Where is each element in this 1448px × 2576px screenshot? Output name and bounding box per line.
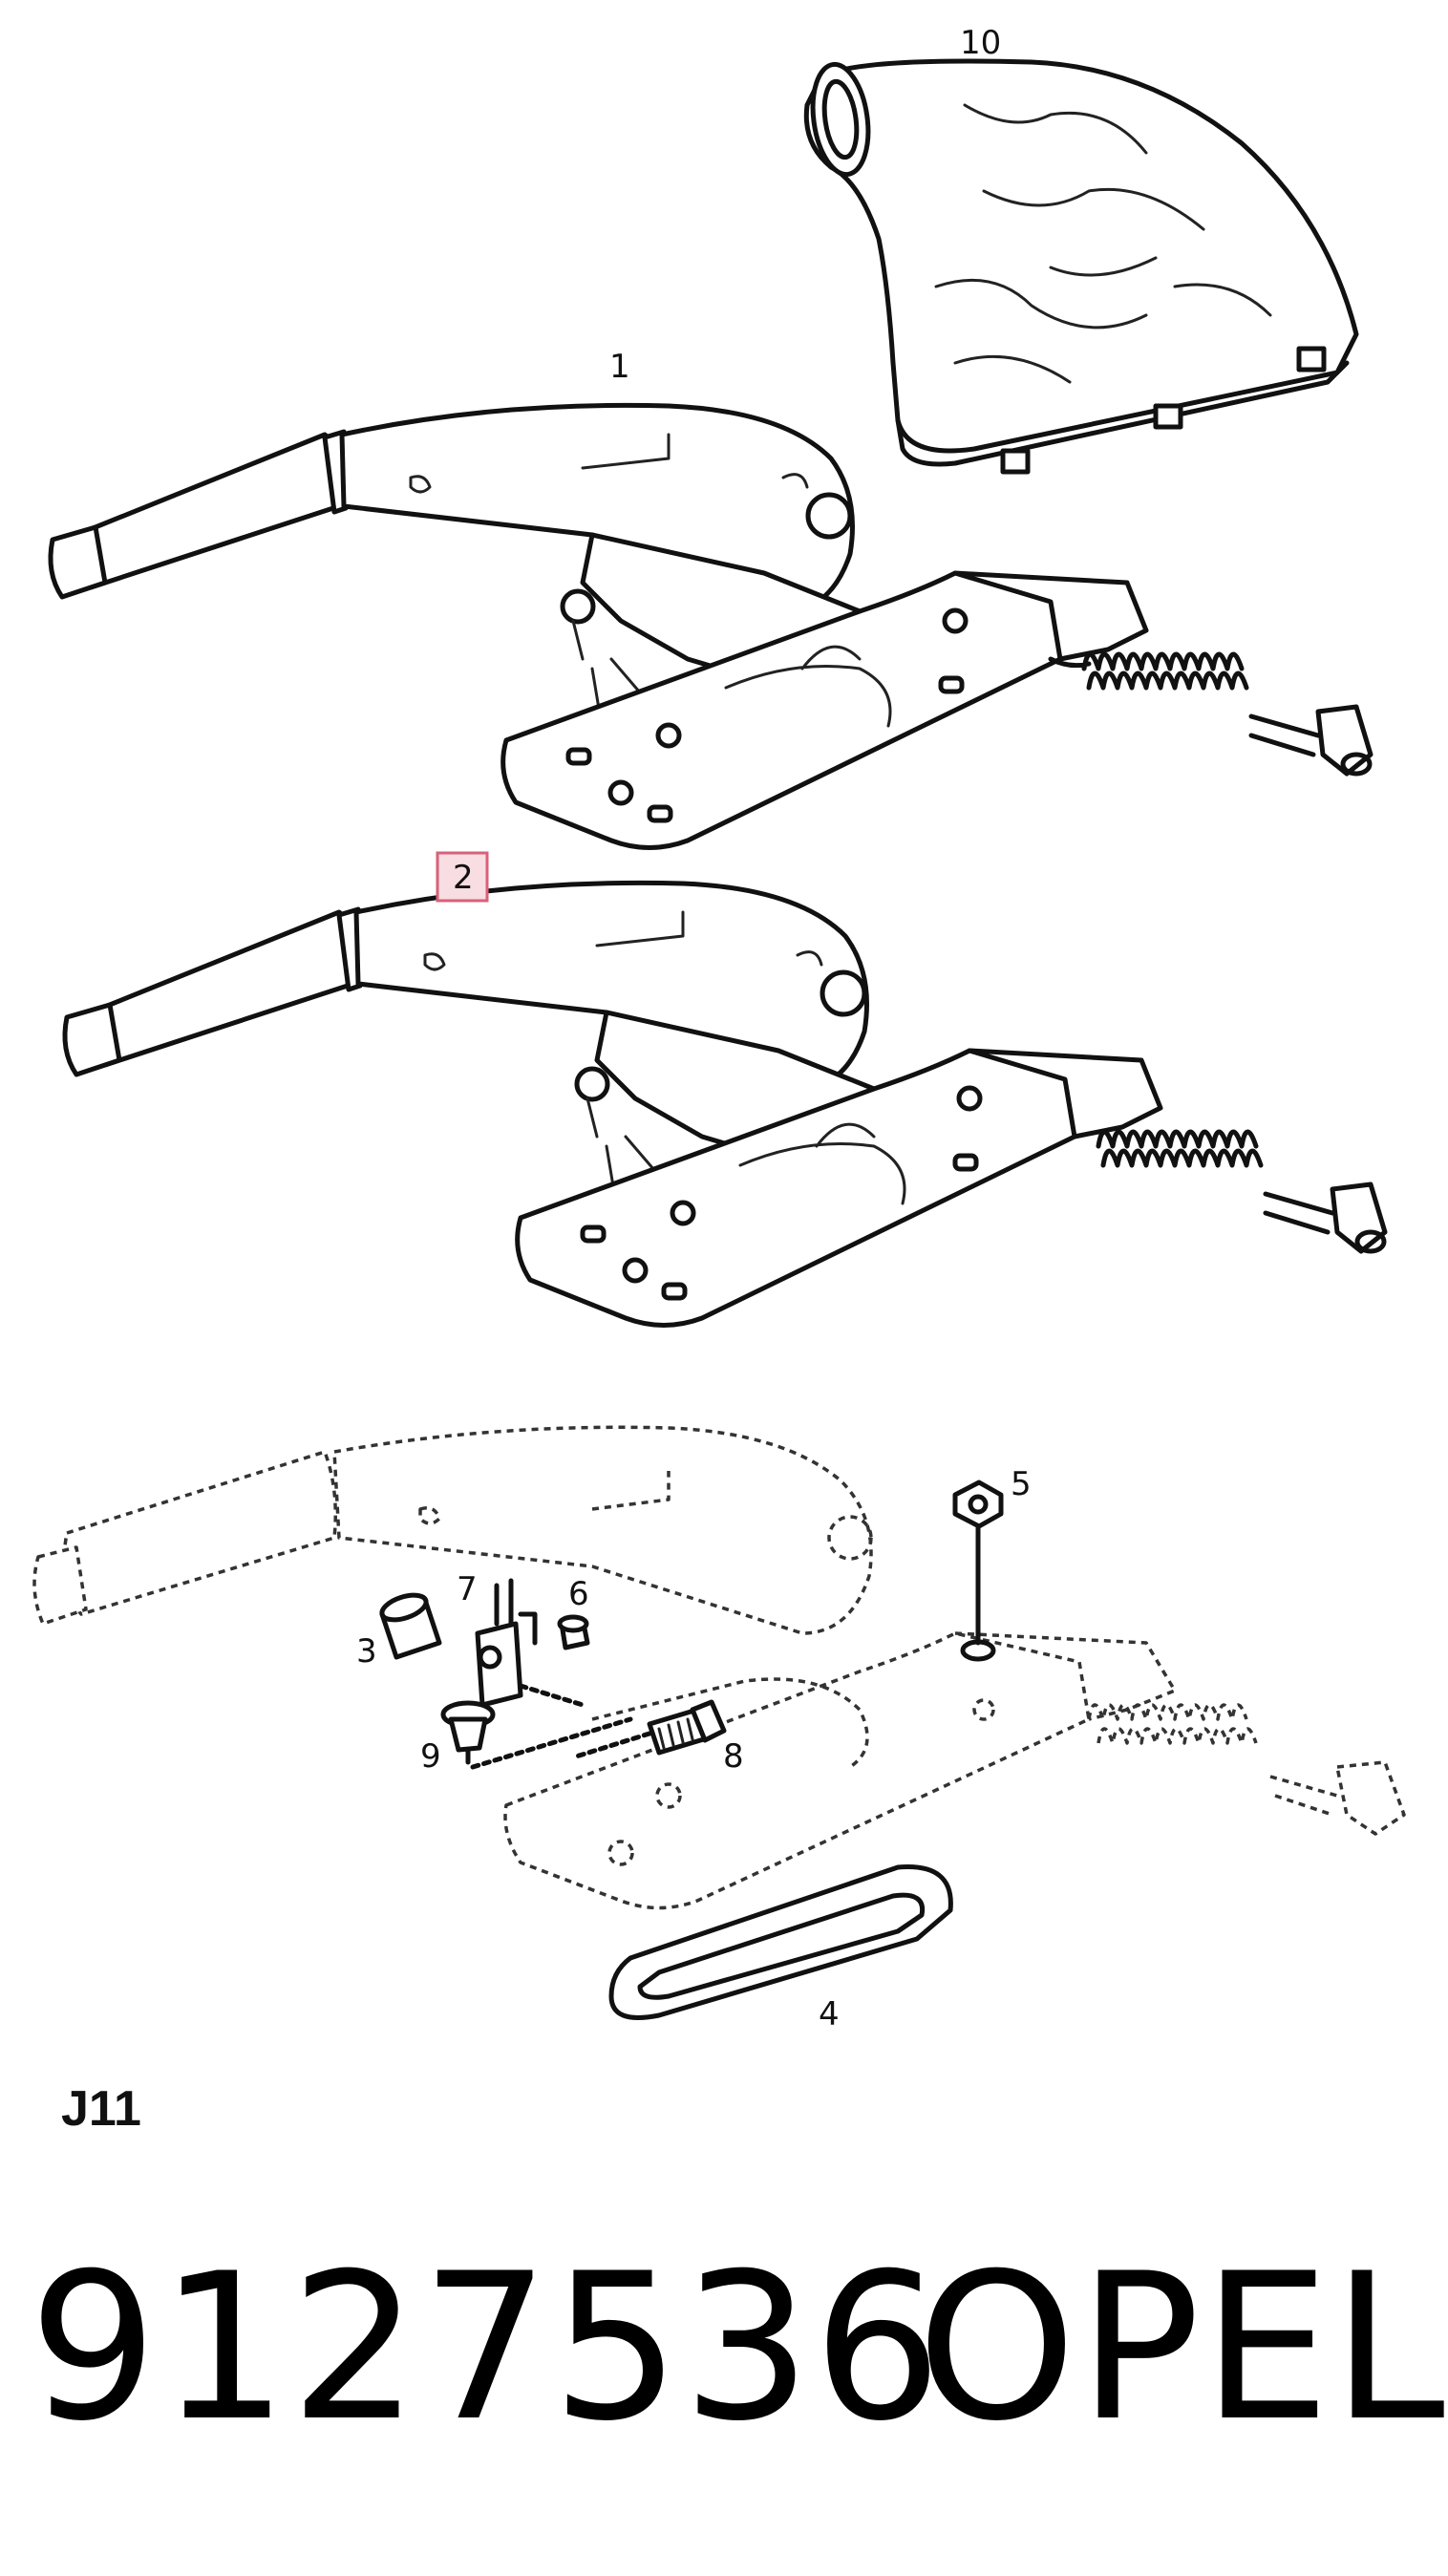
part-number: 9127536 [29,2229,945,2465]
nut-part-5 [952,1480,1004,1662]
callout-7: 7 [457,1570,478,1608]
screw-part-6 [557,1614,590,1650]
callout-2: 2 [453,859,474,897]
callout-6: 6 [568,1575,589,1613]
handbrake-boot-part-10 [803,58,1359,475]
brand-name: OPEL [917,2229,1447,2465]
callout-10: 10 [960,24,1001,62]
callout-1: 1 [609,348,630,386]
bushing-part-3 [379,1592,442,1660]
callout-3: 3 [356,1632,377,1671]
gasket-part-4 [608,1864,953,2020]
handbrake-lever-part-2 [62,880,1388,1328]
push-pin-part-9 [440,1700,633,1770]
callout-9: 9 [420,1737,441,1776]
callout-8: 8 [723,1737,744,1776]
callout-5: 5 [1011,1465,1032,1503]
callout-4: 4 [819,1995,840,2033]
bolt-part-8 [570,1699,727,1760]
exploded-lever-assembly [32,1425,1406,1910]
clip-part-7 [475,1578,586,1708]
callout-labels: 10 1 2 5 7 6 3 9 8 4 [356,24,1032,2033]
handbrake-lever-part-1 [48,402,1373,850]
group-code-label: J11 [61,2081,141,2137]
callout-2-highlight [436,851,489,903]
